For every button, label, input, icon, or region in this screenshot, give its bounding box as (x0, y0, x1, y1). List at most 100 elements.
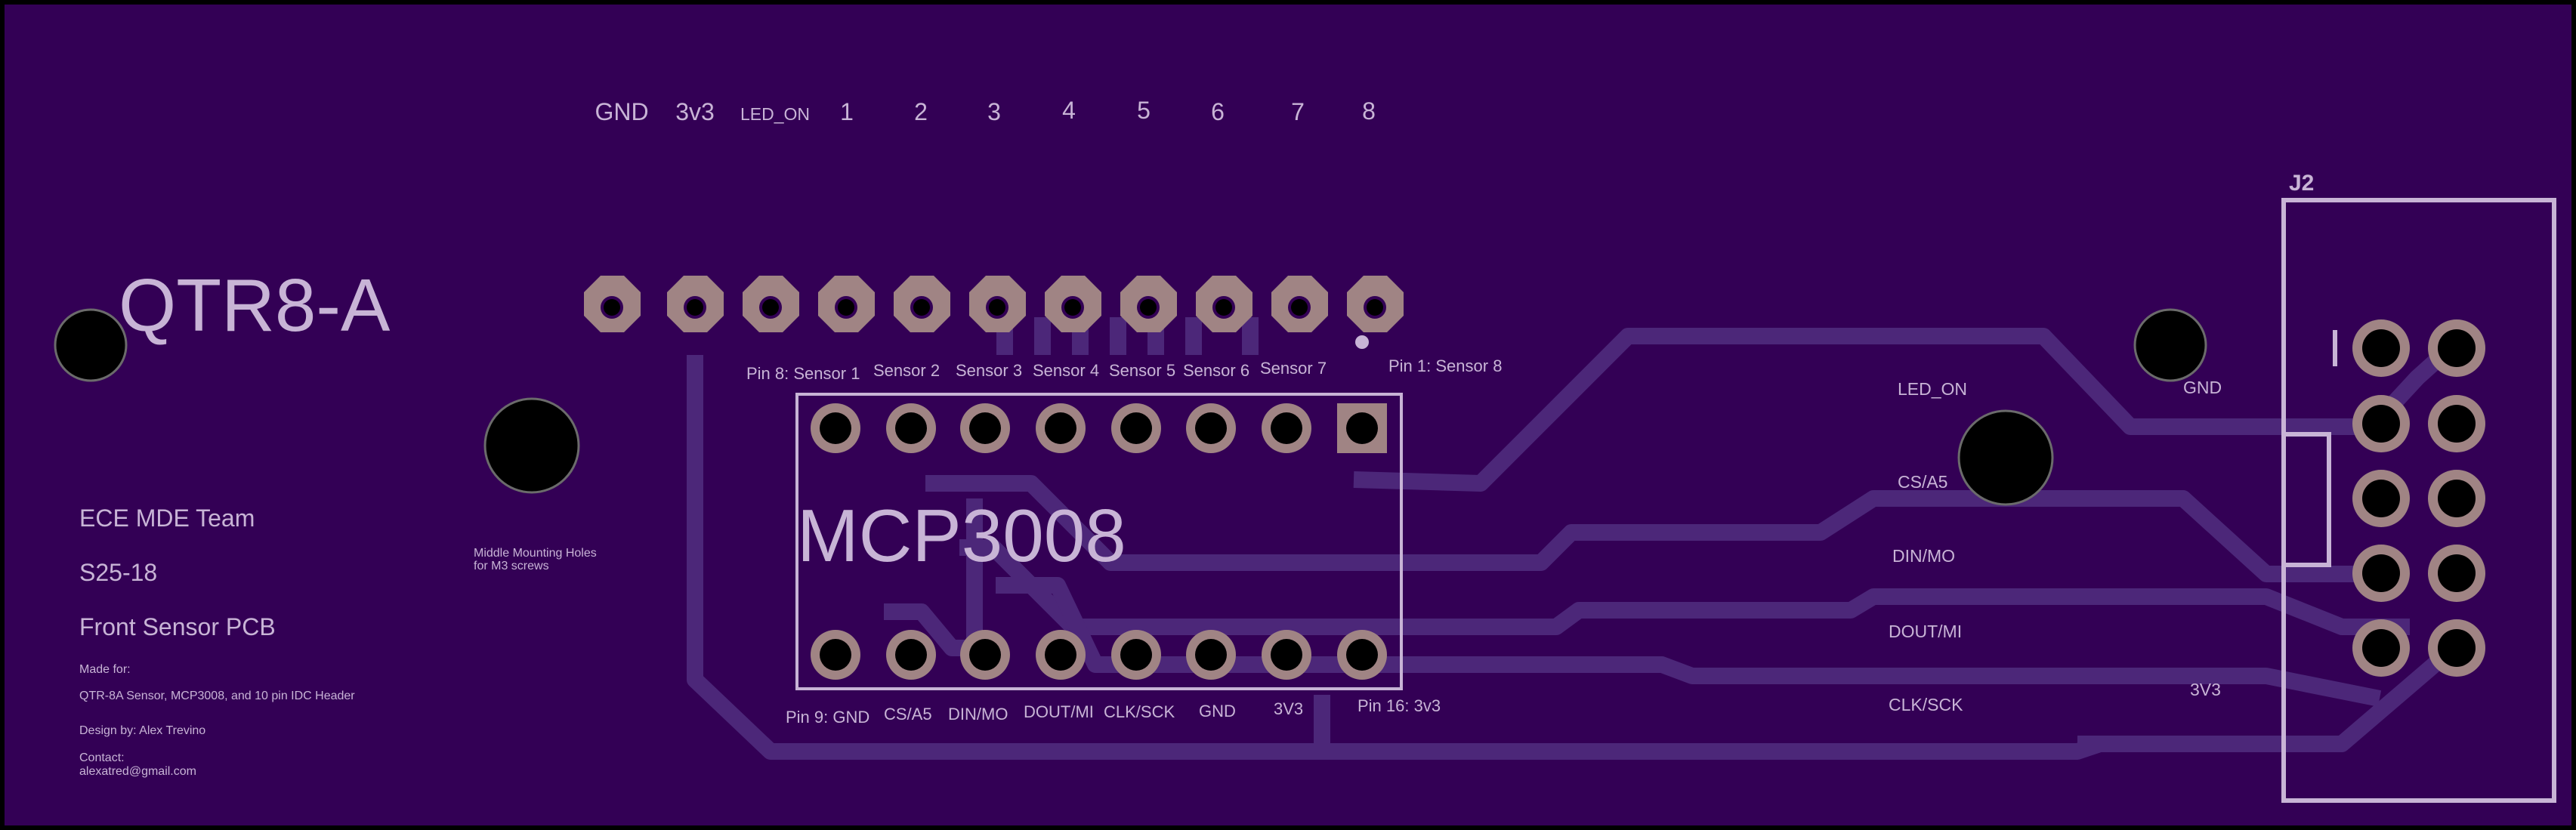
chip-pad (1337, 630, 1387, 680)
gnd-label: GND (2183, 378, 2222, 397)
chip-pin-label: Pin 16: 3v3 (1357, 696, 1441, 715)
connector-pad (2428, 545, 2485, 602)
info-block: ECE MDE Team S25-18 Front Sensor PCB Mad… (79, 504, 355, 778)
chip-pin-label: 3V3 (1274, 699, 1303, 718)
signal-label: DOUT/MI (1889, 622, 1962, 641)
made-for-label: Made for: (79, 663, 131, 676)
signal-labels: LED_ON CS/A5 DIN/MO DOUT/MI CLK/SCK GND … (1889, 378, 2222, 714)
sensor-label: Sensor 6 (1183, 361, 1249, 380)
sensor-label: Sensor 7 (1260, 359, 1327, 378)
mounting-hole (54, 308, 128, 382)
chip-pin-label: GND (1199, 702, 1236, 720)
chip-pin-label: DOUT/MI (1024, 702, 1094, 721)
chip-pad (1186, 630, 1236, 680)
mounting-hole (483, 397, 580, 494)
trace (2077, 646, 2454, 752)
contact-email: alexatred@gmail.com (79, 765, 196, 778)
header-label: LED_ON (740, 104, 810, 124)
header-pads (584, 276, 1404, 332)
designer: Design by: Alex Trevino (79, 724, 205, 737)
trace (1353, 328, 2461, 492)
mount-note-line: Middle Mounting Holes (474, 547, 597, 560)
mount-note: Middle Mounting Holes for M3 screws (474, 547, 600, 572)
chip-outline (795, 393, 1403, 690)
sensor-label: Sensor 2 (873, 361, 940, 380)
trace (1178, 736, 2168, 760)
sensor-label: Sensor 4 (1033, 361, 1099, 380)
header-label: 3 (987, 98, 1001, 125)
connector-pad (2352, 619, 2410, 677)
v33-label: 3V3 (2190, 680, 2221, 699)
signal-label: DIN/MO (1892, 546, 1955, 566)
pin1-marker (1355, 335, 1369, 349)
mounting-hole (2133, 308, 2207, 382)
chip-pad (1262, 630, 1311, 680)
signal-label: CLK/SCK (1889, 695, 1963, 714)
header-pad (1271, 276, 1328, 332)
header-label: 8 (1362, 97, 1376, 125)
signal-label: CS/A5 (1898, 472, 1947, 492)
chip-name: MCP3008 (797, 494, 1126, 577)
chip-pad (1262, 403, 1311, 453)
header-label: 5 (1137, 97, 1151, 124)
chip-pad (886, 403, 936, 453)
chip-pad (886, 630, 936, 680)
trace (996, 577, 2382, 707)
header-pad (1196, 276, 1252, 332)
header-pad (1045, 276, 1101, 332)
signal-label: LED_ON (1898, 379, 1967, 399)
trace (687, 355, 1178, 760)
header-pad (969, 276, 1026, 332)
header-labels: GND 3v3 LED_ON 1 2 3 4 5 6 7 8 (595, 97, 1375, 125)
contact-label: Contact: (79, 751, 125, 764)
chip-pad (1036, 403, 1086, 453)
project-code: S25-18 (79, 559, 157, 586)
header-pad (667, 276, 724, 332)
header-label: 1 (840, 98, 854, 125)
connector-pad (2352, 319, 2410, 377)
made-for-text: QTR-8A Sensor, MCP3008, and 10 pin IDC H… (79, 690, 355, 702)
chip-pad (811, 403, 860, 453)
header-pad (1347, 276, 1404, 332)
header-label: 6 (1211, 98, 1225, 125)
chip-pin-label: Pin 9: GND (786, 708, 869, 727)
chip-pad-square (1337, 403, 1387, 453)
chip-pad (960, 630, 1010, 680)
header-pad (818, 276, 875, 332)
mounting-hole (1957, 409, 2054, 506)
chip-pad (1111, 403, 1161, 453)
chip-pad (1036, 630, 1086, 680)
chip-pin-label: CLK/SCK (1104, 702, 1175, 721)
connector-pad (2428, 319, 2485, 377)
connector-key-notch (2284, 432, 2331, 567)
board-title: QTR8-A (119, 264, 391, 347)
chip-pin-label: DIN/MO (948, 705, 1008, 724)
chip-pads-top (811, 403, 1387, 453)
connector-pad (2428, 619, 2485, 677)
connector-pad (2352, 545, 2410, 602)
header-pad (894, 276, 950, 332)
chip-pad (960, 403, 1010, 453)
chip-pad (1111, 630, 1161, 680)
header-pad (584, 276, 641, 332)
header-label: 7 (1291, 98, 1305, 125)
copper-traces (687, 317, 2461, 760)
connector-pad (2352, 395, 2410, 452)
connector-pads (2352, 319, 2485, 677)
sensor-label: Pin 1: Sensor 8 (1388, 356, 1502, 375)
chip-pad (1186, 403, 1236, 453)
mount-note-line: for M3 screws (474, 560, 549, 572)
chip-bottom-labels: Pin 9: GND CS/A5 DIN/MO DOUT/MI CLK/SCK … (786, 696, 1441, 727)
header-pad (743, 276, 799, 332)
trace (925, 475, 2380, 582)
connector-outline (2281, 198, 2556, 803)
chip-pads-bottom (811, 630, 1387, 680)
header-label: 4 (1062, 97, 1076, 124)
connector-designator: J2 (2289, 171, 2314, 196)
chip-pin-label: CS/A5 (884, 705, 932, 724)
sensor-labels: Pin 8: Sensor 1 Sensor 2 Sensor 3 Sensor… (746, 356, 1502, 383)
header-label: 2 (914, 98, 928, 125)
sensor-label: Sensor 5 (1109, 361, 1175, 380)
connector-pad (2428, 470, 2485, 527)
